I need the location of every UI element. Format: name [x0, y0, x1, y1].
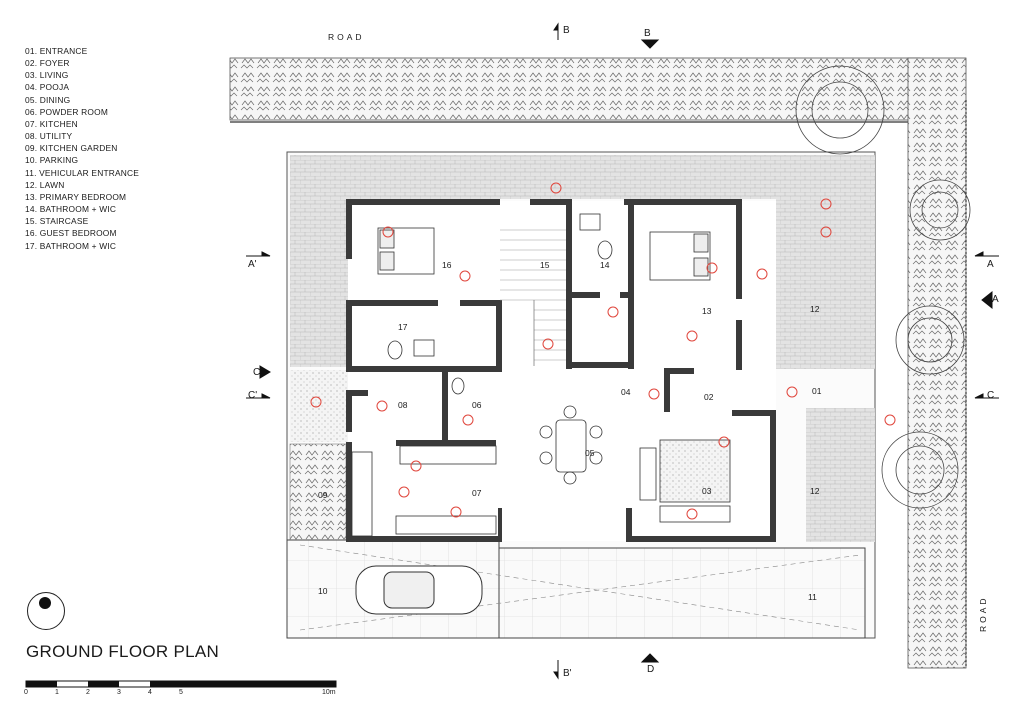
legend-item: 08. UTILITY: [25, 131, 73, 142]
legend-item: 12. LAWN: [25, 179, 65, 190]
scale-label: 0: [24, 689, 28, 696]
legend-item: 10. PARKING: [25, 155, 79, 166]
room-number: 02: [704, 392, 714, 402]
staircase: [500, 229, 566, 366]
room-number: 12: [810, 486, 820, 496]
scale-label: 3: [117, 689, 121, 696]
legend-item: 13. PRIMARY BEDROOM: [25, 191, 127, 202]
section-marker-b-arrow: B: [644, 28, 651, 39]
trees: [795, 65, 971, 509]
room-number: 12: [810, 304, 820, 314]
room-number: 15: [540, 260, 550, 270]
legend-item: 04. POOJA: [25, 82, 70, 93]
room-number: 13: [702, 306, 712, 316]
section-marker-a-prime: A': [248, 259, 257, 270]
room-number: 08: [398, 400, 408, 410]
paving: [290, 155, 875, 542]
legend-item: 01. ENTRANCE: [25, 46, 88, 56]
scale-label: 1: [55, 689, 59, 696]
driveway: [286, 539, 866, 639]
road-label-top: ROAD: [328, 32, 365, 42]
legend-item: 02. FOYER: [25, 58, 70, 69]
room-number: 14: [600, 260, 610, 270]
room-number: 04: [621, 387, 631, 397]
room-number: 11: [808, 592, 817, 602]
section-marker-a-arrow: A: [992, 294, 999, 305]
legend-item: 06. POWDER ROOM: [25, 106, 109, 117]
room-number: 06: [472, 400, 482, 410]
section-marker-b: B: [563, 25, 570, 36]
room-number: 01: [812, 386, 822, 396]
scale-label: 5: [179, 689, 183, 696]
legend-item: 17. BATHROOM + WIC: [25, 240, 117, 251]
kitchen-garden: [289, 443, 347, 541]
legend-item: 05. DINING: [25, 94, 71, 105]
section-marker-b-prime: B': [563, 668, 572, 679]
legend-item: 09. KITCHEN GARDEN: [25, 143, 118, 154]
room-number: 16: [442, 260, 452, 270]
road-label-right: ROAD: [978, 595, 988, 632]
walls: [346, 199, 776, 542]
people-figures: [310, 182, 896, 520]
room-number: 03: [702, 486, 712, 496]
hedge-top: [229, 57, 921, 123]
section-marker-c-prime: C': [248, 390, 258, 401]
section-marker-c: C: [253, 367, 261, 378]
north-arrow-icon: [27, 592, 65, 630]
legend-item: 11. VEHICULAR ENTRANCE: [25, 167, 140, 178]
legend-item: 15. STAIRCASE: [25, 216, 89, 227]
scale-label: 10m: [322, 689, 336, 696]
scale-bar: [25, 680, 337, 688]
car-icon: [355, 565, 483, 615]
legend-list: 01. ENTRANCE 02. FOYER 03. LIVING 04. PO…: [25, 45, 139, 252]
room-number: 10: [318, 586, 328, 596]
section-marker-a: A: [987, 259, 994, 270]
furniture: [351, 213, 731, 537]
room-number: 17: [398, 322, 408, 332]
legend-item: 07. KITCHEN: [25, 118, 78, 129]
section-marker-c-right: C: [987, 390, 995, 401]
hedge-right: [907, 57, 967, 669]
room-number: 05: [585, 448, 595, 458]
legend-item: 03. LIVING: [25, 70, 69, 81]
legend-item: 16. GUEST BEDROOM: [25, 228, 117, 239]
room-number: 07: [472, 488, 482, 498]
legend-item: 14. BATHROOM + WIC: [25, 204, 117, 215]
scale-label: 4: [148, 689, 152, 696]
room-number: 09: [318, 490, 328, 500]
scale-label: 2: [86, 689, 90, 696]
drawing-title: GROUND FLOOR PLAN: [26, 642, 220, 661]
section-markers: [246, 22, 999, 680]
section-marker-d: D: [647, 664, 655, 675]
